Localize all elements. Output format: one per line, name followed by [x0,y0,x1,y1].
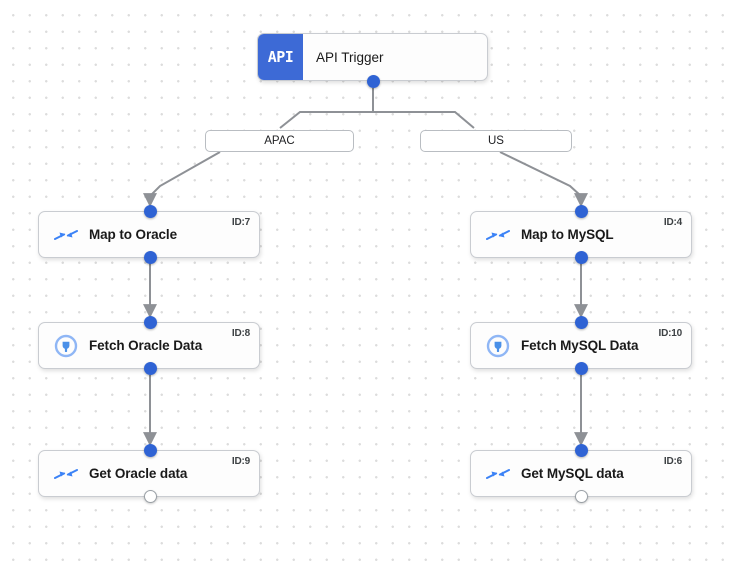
node-title: Fetch MySQL Data [521,338,639,353]
connector-plug-icon [483,333,513,359]
port-fetch-oracle-data-input[interactable] [144,316,157,329]
condition-label-apac[interactable]: APAC [205,130,354,152]
node-title: Map to Oracle [89,227,177,242]
edge-us-to-map-mysql [499,151,588,208]
edge-trigger-to-apac [279,88,374,129]
node-title: Get Oracle data [89,466,188,481]
edge-apac-to-map-oracle [143,151,221,208]
port-fetch-oracle-data-output[interactable] [144,362,157,375]
node-title: Map to MySQL [521,227,614,242]
node-id-label: ID:10 [658,328,683,339]
port-get-mysql-data-input[interactable] [575,444,588,457]
port-get-mysql-data-output[interactable] [575,490,588,503]
node-fetch-mysql-data[interactable]: Fetch MySQL Data ID:10 [470,322,692,369]
node-title: Get MySQL data [521,466,624,481]
api-badge-icon: API [258,34,303,80]
api-badge-label: API [267,48,294,66]
port-api-trigger-output[interactable] [367,75,380,88]
node-get-mysql-data[interactable]: Get MySQL data ID:6 [470,450,692,497]
connector-plug-icon [51,333,81,359]
condition-label-text: US [488,135,504,147]
merge-arrows-icon [483,222,513,248]
port-map-to-mysql-input[interactable] [575,205,588,218]
node-title: Fetch Oracle Data [89,338,203,353]
node-title: API Trigger [316,49,384,65]
merge-arrows-icon [51,222,81,248]
condition-label-us[interactable]: US [420,130,572,152]
port-map-to-mysql-output[interactable] [575,251,588,264]
port-get-oracle-data-output[interactable] [144,490,157,503]
port-fetch-mysql-data-input[interactable] [575,316,588,329]
edge-trigger-to-us [372,88,475,129]
port-fetch-mysql-data-output[interactable] [575,362,588,375]
node-id-label: ID:9 [231,456,250,467]
merge-arrows-icon [51,461,81,487]
condition-label-text: APAC [264,135,295,147]
port-get-oracle-data-input[interactable] [144,444,157,457]
node-api-trigger[interactable]: API API Trigger [257,33,488,81]
node-get-oracle-data[interactable]: Get Oracle data ID:9 [38,450,260,497]
node-id-label: ID:8 [231,328,250,339]
node-id-label: ID:7 [231,217,250,228]
port-map-to-oracle-output[interactable] [144,251,157,264]
port-map-to-oracle-input[interactable] [144,205,157,218]
merge-arrows-icon [483,461,513,487]
node-id-label: ID:6 [663,456,682,467]
node-id-label: ID:4 [663,217,682,228]
